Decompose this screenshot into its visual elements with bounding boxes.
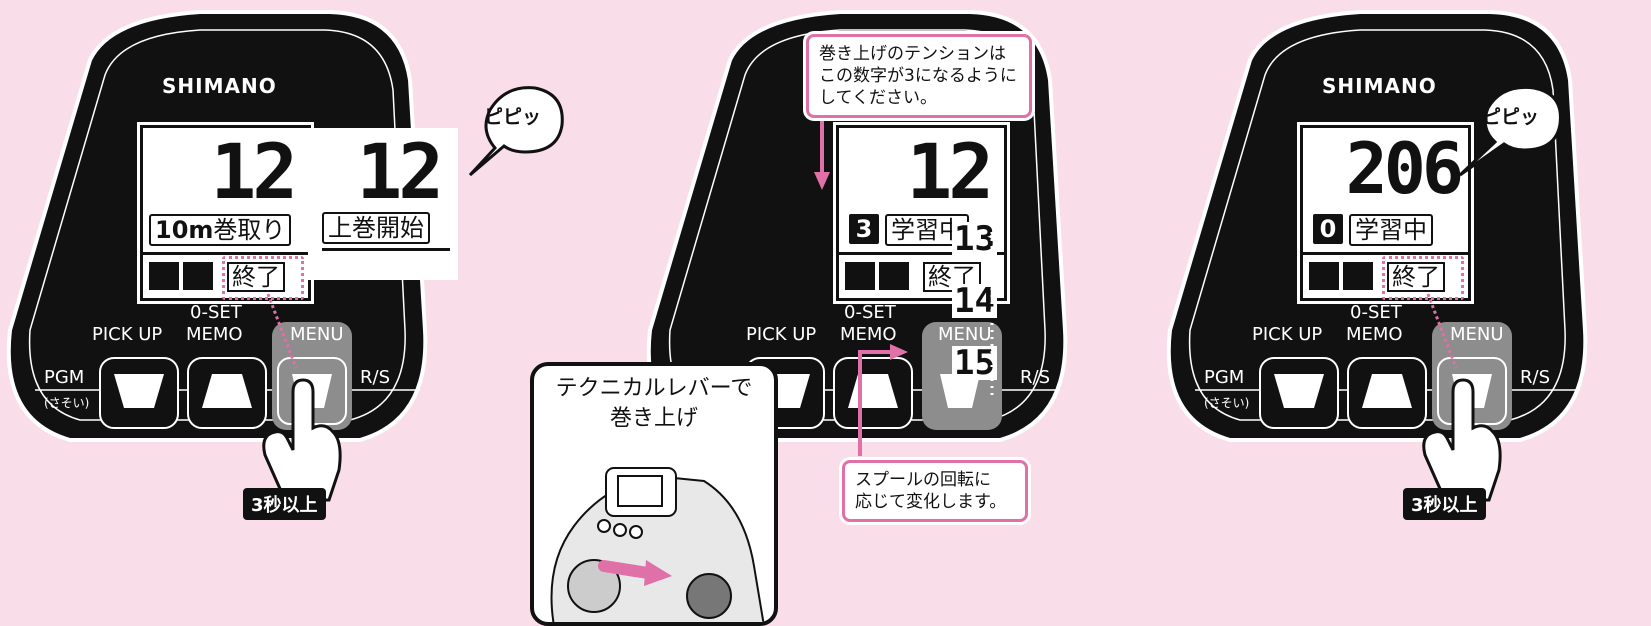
depth-readout: 206 <box>1345 128 1464 210</box>
end-label: 終了 <box>1387 262 1445 292</box>
zeroset-label-line2: MEMO <box>1346 324 1403 345</box>
segment-block-1 <box>149 262 179 290</box>
tension-value: 0 <box>1313 214 1343 244</box>
counter-dots <box>814 108 994 456</box>
segment-block-2 <box>1343 262 1373 290</box>
lcd-divider <box>839 252 1004 255</box>
pickup-button[interactable] <box>104 362 174 424</box>
menu-button-label: MENU <box>290 324 344 345</box>
popup-depth-readout: 12 <box>356 127 443 216</box>
menu-button[interactable] <box>926 360 996 422</box>
lcd-divider <box>143 252 308 255</box>
speech-bubble <box>468 86 564 177</box>
pickup-button-label: PICK UP <box>92 324 163 345</box>
reel-panel-2: 12 3 学習中 終了 13 14 15 巻き上げのテンションは この数字が3に… <box>530 0 1100 626</box>
rs-label: R/S <box>1020 367 1050 388</box>
end-label-highlight <box>1382 256 1464 300</box>
pgm-sub-label: (さそい) <box>44 396 90 410</box>
pointer-line <box>266 293 298 369</box>
rs-label: R/S <box>360 367 390 388</box>
pickup-button[interactable] <box>1264 362 1334 424</box>
lcd-screen: 12 10m巻取り 終了 <box>140 125 311 301</box>
pickup-button-label: PICK UP <box>1252 324 1323 345</box>
pgm-sub-label: (さそい) <box>1204 396 1250 410</box>
finger-press-icon <box>262 378 342 502</box>
zeroset-memo-button[interactable] <box>838 362 908 424</box>
lever-inset: テクニカルレバーで 巻き上げ <box>530 362 778 626</box>
end-label-highlight <box>222 256 304 300</box>
bubble-text: ピピッ <box>1482 106 1540 128</box>
hold-badge: 3秒以上 <box>1403 488 1486 520</box>
zeroset-memo-button[interactable] <box>192 362 262 424</box>
segment-block-1 <box>845 262 875 290</box>
mode-label: 10m巻取り <box>149 214 292 246</box>
hold-badge: 3秒以上 <box>243 488 326 520</box>
tension-callout: 巻き上げのテンションは この数字が3になるように してください。 <box>806 34 1032 118</box>
depth-readout: 12 <box>906 127 993 216</box>
learning-label: 学習中 <box>1349 214 1433 246</box>
tension-value: 3 <box>849 214 879 244</box>
zeroset-memo-button[interactable] <box>1352 362 1422 424</box>
zeroset-label-line2: MEMO <box>840 324 897 345</box>
reel-panel-1: SHIMANO 12 10m巻取り 終了 12 上巻開始 ピピッ PICK UP… <box>0 0 564 620</box>
reel-illustration <box>550 467 765 622</box>
popup-screen: 12 上巻開始 <box>308 128 458 280</box>
reel-panel-3: SHIMANO 206 0 学習中 終了 ピピッ PICK UP 0-SET M… <box>1160 0 1651 620</box>
finger-press-icon <box>1422 378 1502 502</box>
spool-callout: スプールの回転に 応じて変化します。 <box>842 460 1028 522</box>
segment-block-2 <box>879 262 909 290</box>
lever-inset-title: テクニカルレバーで 巻き上げ <box>555 376 753 431</box>
segment-block-2 <box>183 262 213 290</box>
brand-logo: SHIMANO <box>162 74 277 98</box>
counter-value-15: 15 <box>952 343 997 383</box>
brand-logo: SHIMANO <box>1322 74 1437 98</box>
popup-divider <box>322 248 450 251</box>
pointer-line <box>1426 293 1458 369</box>
rs-label: R/S <box>1520 367 1550 388</box>
segment-block-1 <box>1309 262 1339 290</box>
mode-label-text: 巻取り <box>213 216 286 244</box>
end-label: 終了 <box>227 262 285 292</box>
zeroset-label-line2: MEMO <box>186 324 243 345</box>
zeroset-label-line1: 0-SET <box>844 302 896 323</box>
counter-value-14: 14 <box>952 281 997 321</box>
menu-button-label: MENU <box>1450 324 1504 345</box>
lcd-screen: 206 0 学習中 終了 <box>1300 125 1471 301</box>
menu-button-label: MENU <box>938 324 992 345</box>
depth-readout: 12 <box>210 127 297 216</box>
mode-label-distance: 10m <box>155 216 214 244</box>
counter-value-13: 13 <box>952 219 997 259</box>
popup-label: 上巻開始 <box>322 212 430 244</box>
pgm-label: PGM <box>44 367 85 388</box>
pgm-label: PGM <box>1204 367 1245 388</box>
lcd-divider <box>1303 252 1468 255</box>
zeroset-label-line1: 0-SET <box>190 302 242 323</box>
zeroset-label-line1: 0-SET <box>1350 302 1402 323</box>
bubble-text: ピピッ <box>484 106 542 128</box>
pickup-button-label: PICK UP <box>746 324 817 345</box>
speech-bubble <box>1458 85 1562 177</box>
